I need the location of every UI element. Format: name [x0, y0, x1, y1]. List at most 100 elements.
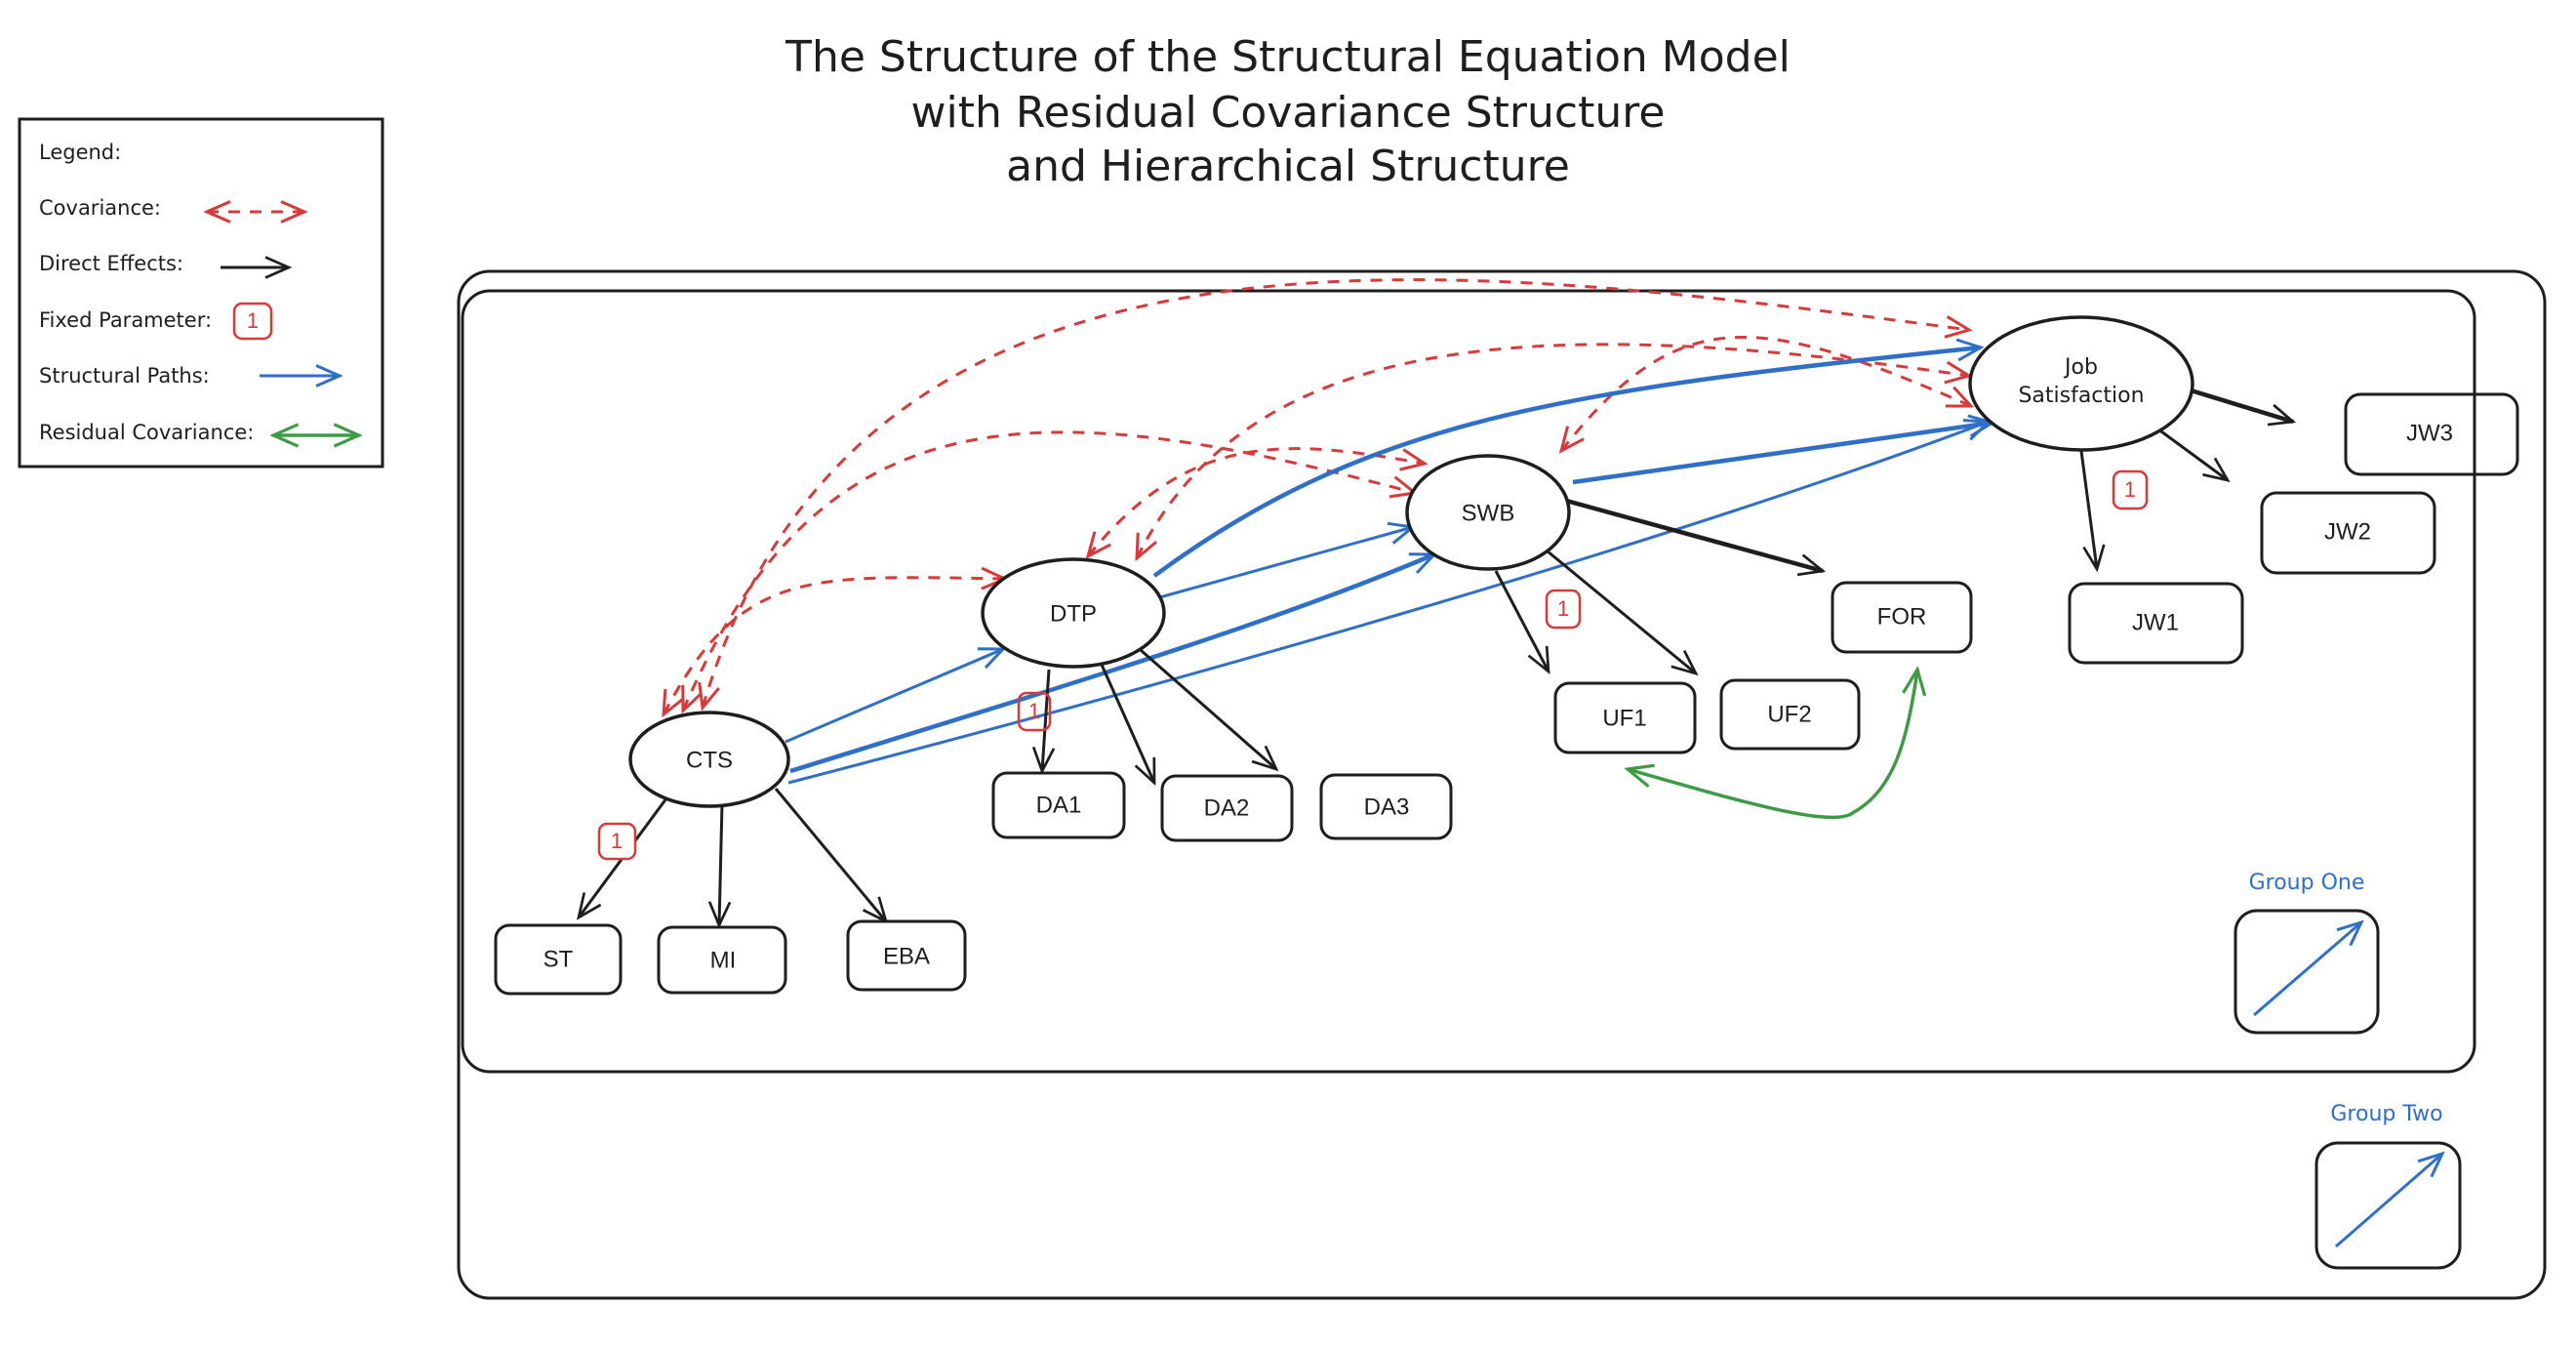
indicator-for[interactable]: FOR	[1831, 581, 1973, 654]
loading-swb-uf1	[1494, 570, 1549, 672]
diagram-title: The Structure of the Structural Equation…	[785, 32, 1791, 191]
loading-cts-mi	[719, 803, 722, 925]
loading-cts-eba	[774, 788, 886, 921]
legend-label-structural: Structural Paths:	[39, 364, 210, 387]
indicator-jw1-label: JW1	[2132, 609, 2179, 635]
title-line-1: The Structure of the Structural Equation…	[785, 32, 1791, 82]
fixed-parameter-st-box	[597, 822, 637, 861]
residual-covariance-uf1-for	[1628, 670, 1917, 820]
indicator-da2-box[interactable]	[1160, 774, 1294, 842]
latent-cts[interactable]: CTS	[628, 711, 790, 808]
legend-heading: Legend:	[39, 141, 121, 164]
indicator-jw3-label: JW3	[2406, 420, 2453, 446]
title-line-3: and Hierarchical Structure	[1006, 142, 1570, 191]
loading-swb-uf2	[1535, 540, 1696, 673]
indicator-jw2-box[interactable]	[2260, 491, 2436, 575]
loading-swb-for	[1537, 490, 1823, 571]
latent-cts-shape[interactable]	[628, 711, 790, 808]
indicator-uf2[interactable]: UF2	[1719, 678, 1861, 751]
indicator-jw2[interactable]: JW2	[2260, 491, 2436, 575]
indicator-st-label: ST	[543, 946, 574, 972]
indicator-mi-label: MI	[710, 947, 737, 973]
legend-label-direct: Direct Effects:	[39, 252, 183, 275]
covariance-dtp-js	[1137, 343, 1969, 558]
latent-job-satisfaction-label-line-2: Satisfaction	[2018, 384, 2144, 408]
legend-box	[18, 117, 384, 469]
fixed-parameter-da1-box	[1017, 691, 1052, 732]
loading-dtp-da1	[1042, 669, 1049, 771]
indicator-jw3-box[interactable]	[2344, 392, 2519, 476]
fixed-parameter-st: 1	[597, 822, 637, 861]
loading-dtp-da3	[1116, 628, 1276, 769]
structural-cts-dtp	[785, 649, 1003, 744]
indicator-da2-label: DA2	[1204, 795, 1250, 821]
fixed-parameter-uf1: 1	[1545, 589, 1582, 630]
indicator-uf2-box[interactable]	[1719, 678, 1861, 751]
fixed-parameter-jw1-value: 1	[2124, 477, 2136, 502]
indicator-da1-label: DA1	[1036, 792, 1082, 818]
structural-swb-js	[1572, 423, 1992, 485]
latent-swb[interactable]: SWB	[1405, 454, 1571, 571]
direct-effects	[579, 373, 2293, 925]
group-one-arrow-icon	[2253, 922, 2361, 1017]
indicator-jw3[interactable]: JW3	[2344, 392, 2519, 476]
latent-job-satisfaction-label-line-1: Job	[2063, 355, 2098, 380]
indicator-da3[interactable]: DA3	[1319, 773, 1453, 840]
structural-cts-swb	[789, 551, 1434, 774]
legend: Legend: Covariance: Direct Effects: Fixe…	[18, 117, 384, 469]
group-two-label: Group Two	[2330, 1102, 2442, 1126]
covariance-dtp-swb	[1088, 447, 1425, 556]
fixed-parameter-jw1: 1	[2112, 469, 2149, 510]
indicator-mi[interactable]: MI	[657, 925, 787, 995]
indicator-jw1[interactable]: JW1	[2068, 582, 2244, 665]
fixed-parameter-da1-value: 1	[1028, 699, 1040, 723]
indicator-da2[interactable]: DA2	[1160, 774, 1294, 842]
latent-swb-shape[interactable]	[1405, 454, 1571, 571]
fixed-parameter-legend-value: 1	[247, 308, 259, 333]
group-two-arrow-icon	[2335, 1154, 2442, 1248]
indicator-da1[interactable]: DA1	[991, 771, 1126, 839]
group-two[interactable]: Group Two	[2314, 1102, 2462, 1270]
latent-dtp[interactable]: DTP	[981, 557, 1166, 669]
indicator-da3-box[interactable]	[1319, 773, 1453, 840]
indicator-st-box[interactable]	[494, 923, 623, 996]
indicator-for-box[interactable]	[1831, 581, 1973, 654]
covariance-swb-js	[1561, 336, 1971, 451]
legend-label-residual: Residual Covariance:	[39, 421, 254, 444]
latent-dtp-label: DTP	[1050, 600, 1097, 627]
latent-job-satisfaction-shape[interactable]	[1968, 315, 2194, 452]
indicator-uf1[interactable]: UF1	[1553, 681, 1697, 754]
indicator-uf1-label: UF1	[1602, 705, 1646, 731]
indicator-mi-box[interactable]	[657, 925, 787, 995]
latent-dtp-shape[interactable]	[981, 557, 1166, 669]
indicator-st[interactable]: ST	[494, 923, 623, 996]
latent-job-satisfaction[interactable]: Job Satisfaction	[1968, 315, 2194, 452]
fixed-parameter-uf1-value: 1	[1557, 596, 1569, 621]
indicator-uf1-box[interactable]	[1553, 681, 1697, 754]
indicator-eba-label: EBA	[883, 943, 930, 969]
structural-dtp-swb	[1155, 527, 1413, 600]
loading-dtp-da2	[1096, 655, 1154, 783]
legend-label-covariance: Covariance:	[39, 196, 161, 220]
indicator-da1-box[interactable]	[991, 771, 1126, 839]
fixed-parameter-st-value: 1	[611, 829, 623, 853]
covariance-cts-js	[703, 278, 1969, 708]
indicator-jw1-box[interactable]	[2068, 582, 2244, 665]
covariance-paths	[664, 278, 1971, 714]
indicator-for-label: FOR	[1877, 603, 1927, 630]
fixed-parameter-da1: 1	[1017, 691, 1052, 732]
indicator-eba[interactable]: EBA	[846, 919, 967, 992]
indicator-eba-box[interactable]	[846, 919, 967, 992]
group-one[interactable]: Group One	[2234, 871, 2380, 1035]
structural-paths	[785, 347, 1992, 785]
structural-cts-js	[787, 422, 1989, 785]
group-one-label: Group One	[2249, 871, 2365, 895]
group-one-frame	[461, 289, 2476, 1074]
indicator-jw2-label: JW2	[2324, 518, 2371, 545]
fixed-parameter-legend-icon	[232, 302, 273, 341]
title-line-2: with Residual Covariance Structure	[911, 88, 1666, 138]
group-two-box[interactable]	[2314, 1141, 2462, 1270]
fixed-parameter-uf1-box	[1545, 589, 1582, 630]
fixed-parameter-jw1-box	[2112, 469, 2149, 510]
